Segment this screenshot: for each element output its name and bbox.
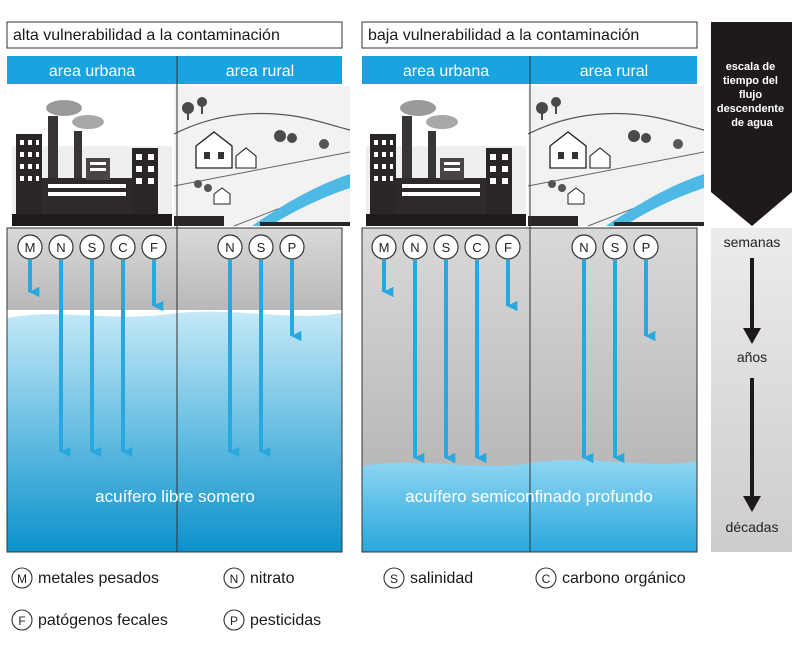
scale-header-arrow bbox=[711, 22, 792, 226]
contaminant-metals: M bbox=[17, 234, 43, 260]
contaminant-organic-carbon: C bbox=[464, 234, 490, 260]
scale-label-weeks: semanas bbox=[724, 234, 781, 250]
contaminant-circle bbox=[602, 234, 628, 260]
legend-label: metales pesados bbox=[38, 570, 159, 587]
legend-symbol: M bbox=[17, 572, 27, 586]
legend-symbol: N bbox=[230, 572, 239, 586]
contaminant-circle bbox=[371, 234, 397, 260]
legend-symbol: S bbox=[390, 572, 398, 586]
zone-label-urban: area urbana bbox=[49, 63, 135, 80]
contaminant-symbol: F bbox=[150, 240, 158, 255]
contaminant-symbol: C bbox=[472, 240, 481, 255]
contaminant-salinity: S bbox=[433, 234, 459, 260]
flow-arrows bbox=[28, 260, 302, 458]
legend-symbol-circle bbox=[535, 567, 557, 589]
contaminant-nitrate: N bbox=[571, 234, 597, 260]
scale-label-decades: décadas bbox=[726, 519, 779, 535]
contaminant-circle bbox=[495, 234, 521, 260]
contaminant-metals: M bbox=[371, 234, 397, 260]
contaminant-symbol: S bbox=[611, 240, 620, 255]
zone-label-rural: area rural bbox=[580, 63, 648, 80]
zone-label-rural: area rural bbox=[226, 63, 294, 80]
contaminant-nitrate: N bbox=[217, 234, 243, 260]
zone-label-urban: area urbana bbox=[403, 63, 489, 80]
contaminant-symbol: N bbox=[579, 240, 588, 255]
countryside-illustration bbox=[173, 85, 351, 227]
contaminant-symbol: C bbox=[118, 240, 127, 255]
contaminant-symbol: M bbox=[25, 240, 36, 255]
contaminant-symbol: P bbox=[288, 240, 297, 255]
aquifer-label: acuífero semiconfinado profundo bbox=[405, 487, 653, 506]
contaminant-symbol: S bbox=[88, 240, 97, 255]
scale-label-years: años bbox=[737, 349, 767, 365]
contaminant-circle bbox=[433, 234, 459, 260]
contaminant-circle bbox=[217, 234, 243, 260]
contaminant-circle bbox=[141, 234, 167, 260]
contaminant-circle bbox=[110, 234, 136, 260]
contaminant-pesticides: P bbox=[279, 234, 305, 260]
contaminant-circle bbox=[402, 234, 428, 260]
contaminant-salinity: S bbox=[79, 234, 105, 260]
legend-label: patógenos fecales bbox=[38, 612, 168, 629]
legend-label: salinidad bbox=[410, 570, 473, 587]
contaminant-circle bbox=[464, 234, 490, 260]
contaminant-circle bbox=[79, 234, 105, 260]
contaminant-circle bbox=[248, 234, 274, 260]
contaminant-circle bbox=[48, 234, 74, 260]
contaminant-circle bbox=[571, 234, 597, 260]
contaminant-fecal-pathogens: F bbox=[141, 234, 167, 260]
legend-symbol-circle bbox=[11, 609, 33, 631]
contaminant-symbol: P bbox=[642, 240, 651, 255]
flow-arrows bbox=[382, 260, 656, 464]
legend-symbol-circle bbox=[223, 567, 245, 589]
city-illustration bbox=[12, 100, 172, 226]
scale-title: escala de tiempo del flujo descendente d… bbox=[717, 61, 787, 129]
legend-symbol: C bbox=[542, 572, 551, 586]
legend-symbol-circle bbox=[223, 609, 245, 631]
contaminant-symbol: S bbox=[257, 240, 266, 255]
panel-low-vulnerability: baja vulnerabilidad a la contaminación a… bbox=[361, 21, 705, 553]
legend-label: pesticidas bbox=[250, 612, 321, 629]
contaminant-symbol: F bbox=[504, 240, 512, 255]
contaminant-salinity: S bbox=[602, 234, 628, 260]
legend-label: nitrato bbox=[250, 570, 295, 587]
contaminant-pesticides: P bbox=[633, 234, 659, 260]
contaminant-symbol: M bbox=[379, 240, 390, 255]
legend-symbol-circle bbox=[11, 567, 33, 589]
city-illustration bbox=[366, 100, 526, 226]
legend-label: carbono orgánico bbox=[562, 570, 686, 587]
countryside-illustration bbox=[527, 85, 705, 227]
contaminant-nitrate: N bbox=[402, 234, 428, 260]
contaminant-symbol: N bbox=[56, 240, 65, 255]
legend-symbol-circle bbox=[383, 567, 405, 589]
aquifer-label: acuífero libre somero bbox=[95, 487, 255, 506]
contaminant-circle bbox=[633, 234, 659, 260]
contaminant-circle bbox=[17, 234, 43, 260]
legend-symbol: P bbox=[230, 614, 238, 628]
time-scale: escala de tiempo del flujo descendente d… bbox=[711, 22, 792, 552]
contaminant-nitrate: N bbox=[48, 234, 74, 260]
panel-title: baja vulnerabilidad a la contaminación bbox=[368, 27, 639, 44]
contaminant-circle bbox=[279, 234, 305, 260]
water-table bbox=[7, 311, 342, 552]
panel-high-vulnerability: alta vulnerabilidad a la contaminación a… bbox=[6, 21, 351, 553]
legend-symbol: F bbox=[18, 614, 25, 628]
contaminant-salinity: S bbox=[248, 234, 274, 260]
panel-title: alta vulnerabilidad a la contaminación bbox=[13, 27, 280, 44]
contaminant-symbol: N bbox=[410, 240, 419, 255]
contaminant-fecal-pathogens: F bbox=[495, 234, 521, 260]
contaminant-organic-carbon: C bbox=[110, 234, 136, 260]
contaminant-symbol: N bbox=[225, 240, 234, 255]
contaminant-symbol: S bbox=[442, 240, 451, 255]
